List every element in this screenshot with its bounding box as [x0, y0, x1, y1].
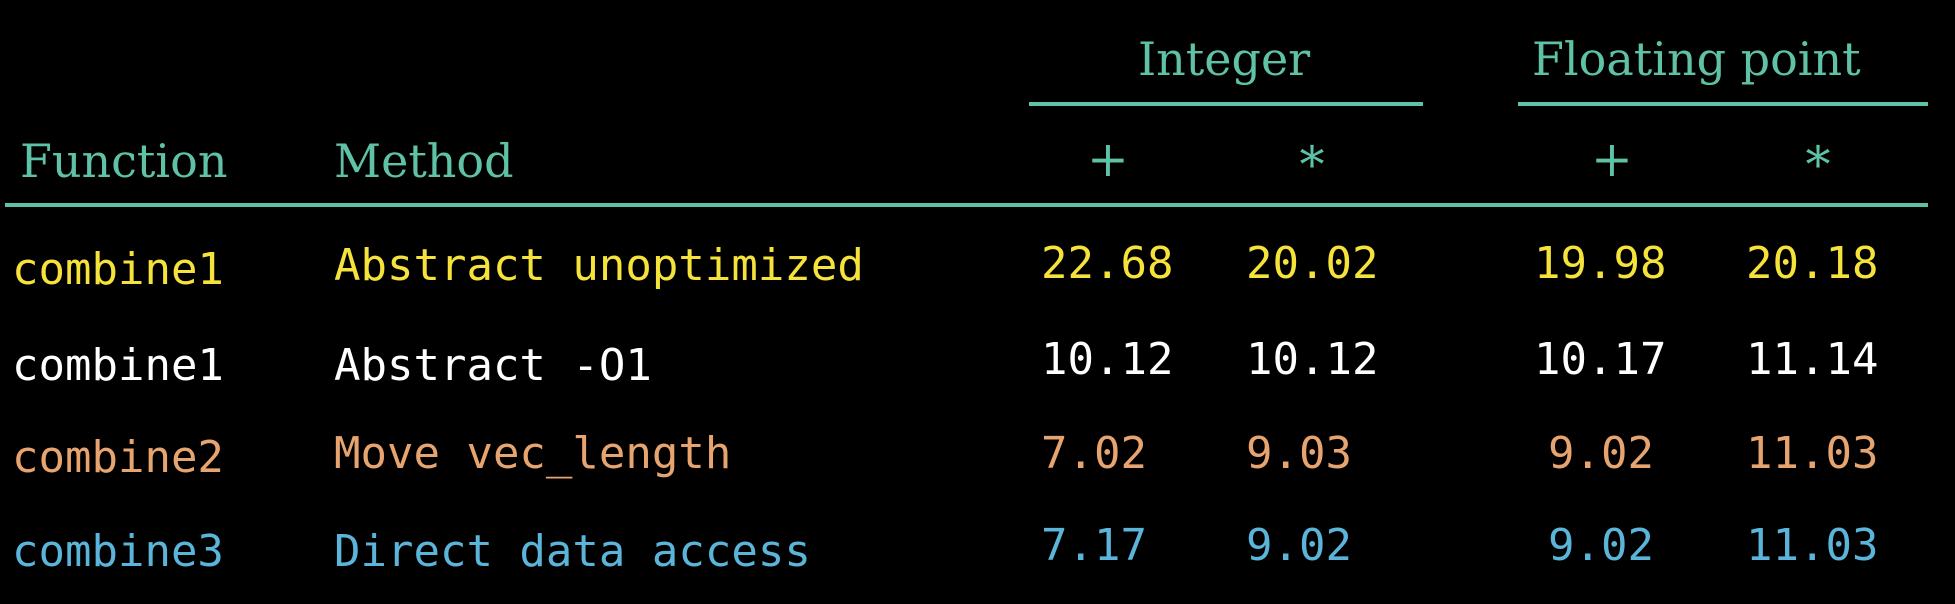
group-header-floating-point: Floating point [1532, 32, 1861, 86]
row-2-fp-add: 10.17 [1534, 334, 1667, 385]
column-header-int-add: + [1087, 130, 1129, 188]
row-4-int-add: 7.17 [1041, 520, 1147, 571]
floating-point-group-rule [1518, 102, 1928, 106]
integer-group-rule [1029, 102, 1423, 106]
group-header-integer: Integer [1138, 32, 1311, 86]
row-3-fp-add: 9.02 [1548, 428, 1654, 479]
row-3-function: combine2 [12, 432, 224, 483]
row-1-fp-mul: 20.18 [1746, 238, 1879, 289]
column-header-method: Method [334, 134, 514, 188]
row-1-function: combine1 [12, 244, 224, 295]
column-header-fp-mul: * [1805, 136, 1831, 194]
row-2-int-add: 10.12 [1041, 334, 1174, 385]
row-1-method: Abstract unoptimized [334, 240, 864, 291]
row-4-fp-add: 9.02 [1548, 520, 1654, 571]
row-2-function: combine1 [12, 340, 224, 391]
row-4-function: combine3 [12, 526, 224, 577]
column-header-int-mul: * [1299, 136, 1325, 194]
row-4-method: Direct data access [334, 526, 811, 577]
row-3-int-add: 7.02 [1041, 428, 1147, 479]
header-rule [5, 203, 1928, 207]
column-header-function: Function [20, 134, 228, 188]
row-3-int-mul: 9.03 [1246, 428, 1352, 479]
row-2-method: Abstract -O1 [334, 340, 652, 391]
row-3-method: Move vec_length [334, 428, 732, 479]
row-4-fp-mul: 11.03 [1746, 520, 1879, 571]
row-2-fp-mul: 11.14 [1746, 334, 1879, 385]
row-2-int-mul: 10.12 [1246, 334, 1379, 385]
row-3-fp-mul: 11.03 [1746, 428, 1879, 479]
row-4-int-mul: 9.02 [1246, 520, 1352, 571]
column-header-fp-add: + [1591, 130, 1633, 188]
row-1-fp-add: 19.98 [1534, 238, 1667, 289]
row-1-int-mul: 20.02 [1246, 238, 1379, 289]
row-1-int-add: 22.68 [1041, 238, 1174, 289]
